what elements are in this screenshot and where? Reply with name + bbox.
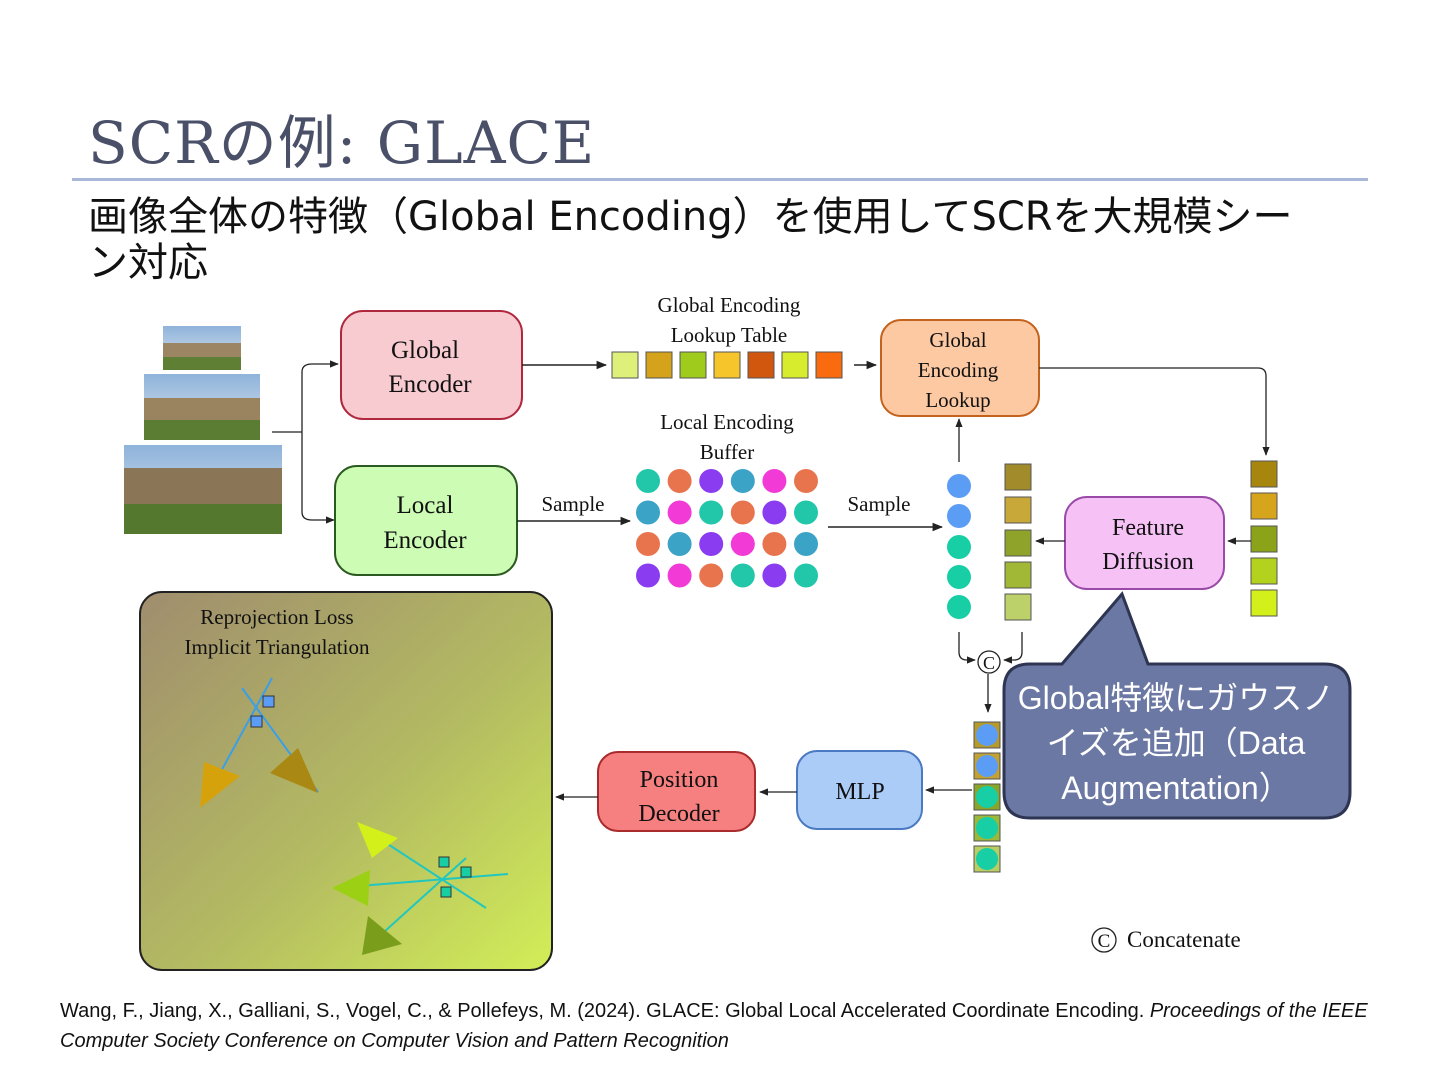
slide-subtitle: 画像全体の特徴（Global Encoding）を使用してSCRを大規模シーン対… xyxy=(88,194,1293,286)
lookup-label-2: Encoding xyxy=(918,358,999,382)
local-buffer-entry xyxy=(762,469,787,493)
mlp-label: MLP xyxy=(835,779,884,805)
local-encoder-block: Local Encoder xyxy=(334,465,518,576)
lookup-table-entry xyxy=(781,351,809,379)
lookup-table-entry xyxy=(815,351,843,379)
local-buffer-entry xyxy=(636,469,660,493)
citation-authors-title: Wang, F., Jiang, X., Galliani, S., Vogel… xyxy=(60,1000,1150,1022)
local-buffer-entry xyxy=(762,563,787,588)
title-divider xyxy=(72,178,1368,181)
concatenated-features xyxy=(973,721,1001,873)
local-buffer-entry xyxy=(699,532,724,556)
arrow-lookup-to-right-column xyxy=(1039,367,1270,456)
citation-venue: Proceedings of the IEEE Computer Society… xyxy=(60,1000,1368,1052)
mlp-block: MLP xyxy=(796,750,923,830)
local-buffer-entry xyxy=(636,500,660,525)
loss-panel-label-1: Reprojection Loss xyxy=(200,605,353,629)
legend-symbol-letter: C xyxy=(1098,931,1111,952)
lookup-table-title-1: Global Encoding xyxy=(658,293,801,317)
input-photo-small xyxy=(163,326,241,370)
local-buffer-title-1: Local Encoding xyxy=(660,410,794,434)
local-buffer-entry xyxy=(794,532,818,556)
local-encoder-label-1: Local xyxy=(397,492,454,519)
loss-panel-label-2: Implicit Triangulation xyxy=(185,635,370,659)
feature-diffusion-block: Feature Diffusion xyxy=(1064,496,1225,590)
concat-connectors xyxy=(958,632,1023,713)
local-encoding-buffer xyxy=(636,469,818,588)
lookup-table-entry xyxy=(747,351,775,379)
sample-label-right: Sample xyxy=(848,492,911,516)
local-buffer-entry xyxy=(762,532,787,556)
input-photo-large xyxy=(124,445,282,534)
position-decoder-label-1: Position xyxy=(640,767,719,793)
lookup-table-entry xyxy=(713,351,741,379)
lookup-label-1: Global xyxy=(929,328,986,352)
citation: Wang, F., Jiang, X., Galliani, S., Vogel… xyxy=(60,996,1400,1056)
local-buffer-entry xyxy=(794,500,818,525)
feature-diffusion-label-1: Feature xyxy=(1112,515,1184,541)
global-encoder-label-1: Global xyxy=(391,337,459,364)
concatenate-legend-label: Concatenate xyxy=(1127,927,1241,952)
position-decoder-label-2: Decoder xyxy=(638,801,719,827)
local-buffer-entry xyxy=(794,469,818,493)
local-buffer-title-2: Buffer xyxy=(700,440,754,464)
concatenate-legend: C Concatenate xyxy=(1091,927,1241,953)
local-buffer-entry xyxy=(730,500,755,525)
lookup-label-3: Lookup xyxy=(925,388,990,412)
local-buffer-entry xyxy=(667,469,692,493)
input-connector xyxy=(272,360,339,524)
local-buffer-entry xyxy=(636,532,660,556)
lookup-table-entry xyxy=(679,351,707,379)
lookup-table-title-2: Lookup Table xyxy=(671,323,788,347)
local-buffer-entry xyxy=(762,500,787,525)
sample-label-left: Sample xyxy=(542,492,605,516)
slide-title: SCRの例: GLACE xyxy=(88,109,596,177)
concat-symbol-letter: C xyxy=(983,653,995,673)
local-buffer-entry xyxy=(667,563,692,588)
local-buffer-entry xyxy=(699,469,724,493)
lookup-table-entry xyxy=(645,351,673,379)
local-buffer-entry xyxy=(667,532,692,556)
global-encoding-lookup-block: Global Encoding Lookup xyxy=(880,319,1040,417)
callout-text: Global特徴にガウスノイズを追加（Data Augmentation） xyxy=(1017,680,1335,806)
local-buffer-entry xyxy=(730,563,755,588)
local-buffer-entry xyxy=(636,563,660,588)
reprojection-loss-panel: Reprojection Loss Implicit Triangulation xyxy=(139,591,553,971)
local-buffer-entry xyxy=(794,563,818,588)
position-decoder-block: Position Decoder xyxy=(597,751,756,832)
concat-symbol xyxy=(977,650,1001,674)
looked-up-global-features xyxy=(1250,460,1278,617)
sampled-local-features xyxy=(947,474,971,619)
input-photo-medium xyxy=(144,374,260,440)
feature-diffusion-label-2: Diffusion xyxy=(1102,549,1194,575)
local-buffer-entry xyxy=(699,563,724,588)
global-encoding-lookup-table xyxy=(611,351,843,379)
callout-bubble xyxy=(1002,591,1352,820)
local-encoder-label-2: Encoder xyxy=(383,527,467,554)
global-encoder-block: Global Encoder xyxy=(340,310,523,420)
local-buffer-entry xyxy=(667,500,692,525)
local-buffer-entry xyxy=(699,500,724,525)
local-buffer-entry xyxy=(730,532,755,556)
lookup-table-entry xyxy=(611,351,639,379)
local-buffer-entry xyxy=(730,469,755,493)
diffused-global-features xyxy=(1004,463,1032,621)
global-encoder-label-2: Encoder xyxy=(388,371,472,398)
